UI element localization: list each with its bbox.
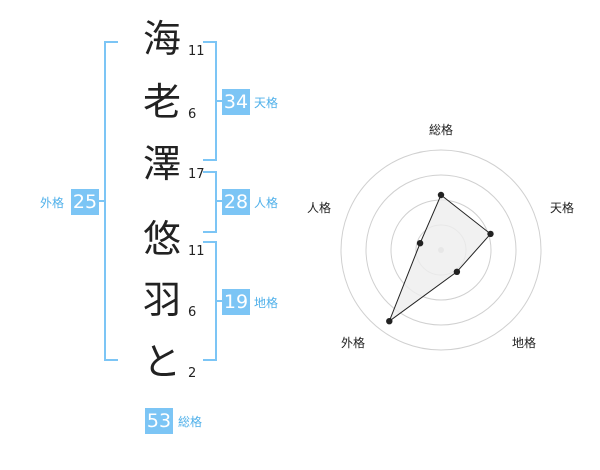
- name-char-4: 悠: [142, 217, 181, 261]
- name-char-2: 老: [142, 80, 181, 124]
- name-char-5: 羽: [142, 278, 181, 322]
- axis-label-chikaku: 地格: [512, 335, 536, 350]
- stroke-count-5: 6: [188, 305, 197, 320]
- chikaku-badge: 19: [222, 289, 250, 315]
- radar-area: [388, 194, 492, 323]
- jinkaku-connector: [215, 200, 222, 202]
- axis-label-jinkaku: 人格: [307, 200, 331, 215]
- axis-label-soukaku: 総格: [429, 122, 453, 137]
- stroke-count-2: 6: [188, 107, 197, 122]
- chikaku-connector: [215, 300, 222, 302]
- gaikaku-label: 外格: [40, 196, 65, 210]
- name-char-1: 海: [142, 17, 181, 61]
- tenkaku-connector: [215, 100, 222, 102]
- name-char-6: と: [142, 340, 181, 384]
- gaikaku-connector: [96, 200, 104, 202]
- radar-point-2: [487, 230, 494, 238]
- radar-point-5: [416, 240, 424, 247]
- axis-label-tenkaku: 天格: [550, 200, 574, 215]
- radar-point-3: [453, 268, 461, 275]
- gaikaku-bracket: [104, 41, 118, 361]
- tenkaku-badge: 34: [222, 89, 250, 115]
- jinkaku-bracket: [203, 171, 217, 233]
- soukaku-badge: 53: [145, 408, 173, 434]
- name-char-3: 澤: [142, 142, 181, 186]
- jinkaku-label: 人格: [254, 196, 279, 210]
- stroke-count-6: 2: [188, 366, 197, 381]
- stroke-count-4: 11: [188, 244, 205, 259]
- radar-ring: [365, 174, 517, 326]
- tenkaku-label: 天格: [254, 96, 279, 110]
- gaikaku-badge: 25: [71, 189, 99, 215]
- axis-label-gaikaku: 外格: [341, 335, 365, 350]
- stroke-count-3: 17: [188, 167, 205, 182]
- radar-ring: [340, 149, 542, 351]
- radar-point-1: [437, 191, 445, 199]
- stroke-count-1: 11: [188, 44, 205, 59]
- chikaku-label: 地格: [254, 296, 279, 310]
- jinkaku-badge: 28: [222, 189, 250, 215]
- radar-point-4: [386, 318, 393, 325]
- soukaku-label: 総格: [178, 415, 203, 429]
